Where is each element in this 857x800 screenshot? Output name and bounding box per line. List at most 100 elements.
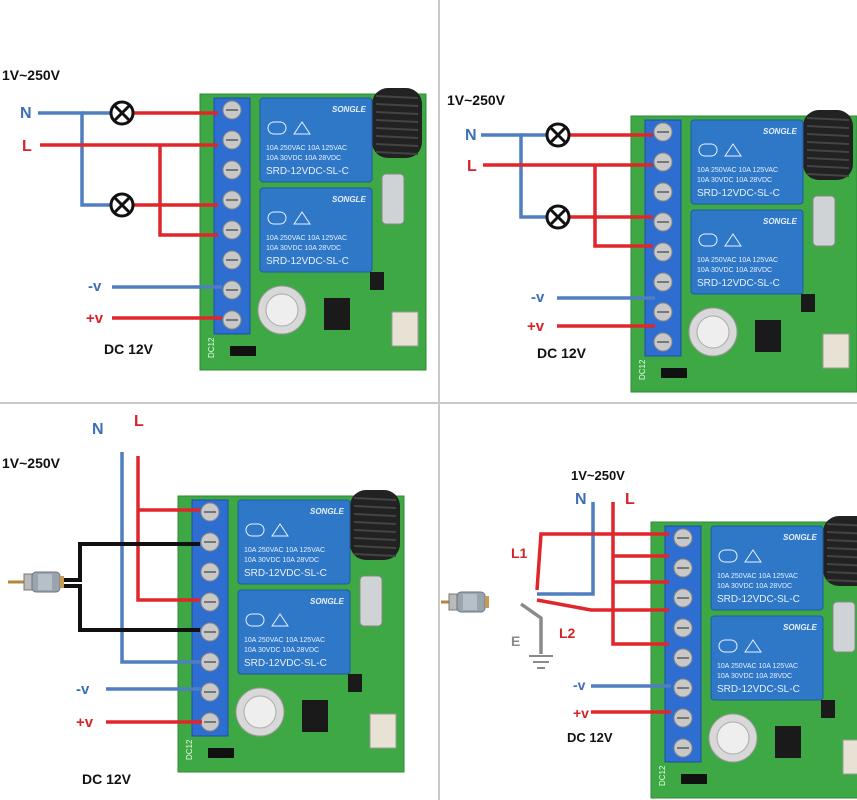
diode [661,368,687,378]
lamp-symbol-1 [109,100,135,126]
dc-voltage-label: DC 12V [567,730,613,745]
neutral-label: N [20,105,32,122]
motor-l1-wire [535,532,669,591]
ground-symbol [529,655,553,669]
relay-spec-1: 10A 250VAC 10A 125VAC [697,167,778,174]
relay-spec-1: 10A 250VAC 10A 125VAC [697,257,778,264]
voltage-label: 1V~250V [2,455,61,471]
voltage-label: 1V~250V [571,468,625,483]
dc-voltage-label: DC 12V [104,341,154,357]
voltage-label: 1V~250V [2,67,61,83]
ic-chip [302,700,328,732]
relay-brand: SONGLE [763,127,797,136]
ground-wire [519,602,543,654]
relay-brand: SONGLE [310,597,344,606]
dc-voltage-label: DC 12V [82,771,132,787]
antenna-coil [823,516,857,586]
screw-terminal-block [664,525,702,763]
transistor [348,674,362,692]
relay-model: SRD-12VDC-SL-C [717,684,800,695]
negative-label: -v [573,677,586,693]
relay-spec-2: 10A 30VDC 10A 28VDC [266,155,341,162]
relay-spec-2: 10A 30VDC 10A 28VDC [266,245,341,252]
board-mark: DC12 [185,739,194,760]
negative-label: -v [76,681,90,698]
diode [681,774,707,784]
lamp-symbol-1 [545,122,571,148]
diode [230,346,256,356]
push-button [369,713,397,749]
screw-terminal-block [213,97,251,335]
ground-label: E [511,633,520,649]
push-button [842,739,857,775]
push-button [391,311,419,347]
motor-wire-2 [58,584,200,632]
relay-spec-2: 10A 30VDC 10A 28VDC [717,673,792,680]
relay-board: SONGLE 10A 250VAC 10A 125VAC 10A 30VDC 10A… [177,490,405,773]
wires [519,502,671,714]
positive-label: +v [527,318,545,335]
neutral-wire [120,452,200,664]
relay-spec-1: 10A 250VAC 10A 125VAC [717,663,798,670]
motor-wire-1 [58,542,200,582]
wires [38,111,222,320]
live-label: L [625,491,635,508]
ic-chip [775,726,801,758]
live-wire [611,502,669,646]
relay-spec-2: 10A 30VDC 10A 28VDC [244,557,319,564]
panel-motor-wiring-1: SONGLE 10A 250VAC 10A 125VAC 10A 30VDC 10A… [0,404,436,800]
vertical-divider [438,0,440,800]
ic-chip [755,320,781,352]
live-branch-wire [158,145,218,237]
board-mark: DC12 [638,359,647,380]
relay-model: SRD-12VDC-SL-C [717,594,800,605]
motor-icon [441,591,489,613]
board-mark: DC12 [207,337,216,358]
crystal-oscillator [832,601,856,653]
positive-label: +v [76,714,94,731]
relay-module: SONGLE 10A 250VAC 10A 125VAC 10A 30VDC 10A… [237,499,351,585]
antenna-coil [803,110,853,180]
live-wire [136,456,200,602]
antenna-coil [372,88,422,158]
push-button [822,333,850,369]
live-label: L [22,138,32,155]
transistor [370,272,384,290]
relay-brand: SONGLE [763,217,797,226]
neutral-wire [481,133,547,219]
neutral-wire [537,502,595,596]
relay-spec-2: 10A 30VDC 10A 28VDC [244,647,319,654]
live-branch-wire [593,165,653,248]
neutral-wire [38,111,110,207]
board-mark: DC12 [658,765,667,786]
live-label: L [467,158,477,175]
dc-voltage-label: DC 12V [537,345,587,361]
negative-label: -v [88,278,102,295]
ic-chip [324,298,350,330]
live-label: L [134,413,144,430]
positive-label: +v [573,705,589,721]
relay-model: SRD-12VDC-SL-C [697,188,780,199]
diode [208,748,234,758]
relay-spec-1: 10A 250VAC 10A 125VAC [244,637,325,644]
neutral-label: N [92,421,104,438]
relay-spec-1: 10A 250VAC 10A 125VAC [244,547,325,554]
crystal-oscillator [812,195,836,247]
neutral-label: N [465,127,477,144]
horizontal-divider [0,402,857,404]
relay-brand: SONGLE [310,507,344,516]
voltage-label: 1V~250V [447,92,506,108]
l1-label: L1 [511,545,528,561]
transistor [801,294,815,312]
